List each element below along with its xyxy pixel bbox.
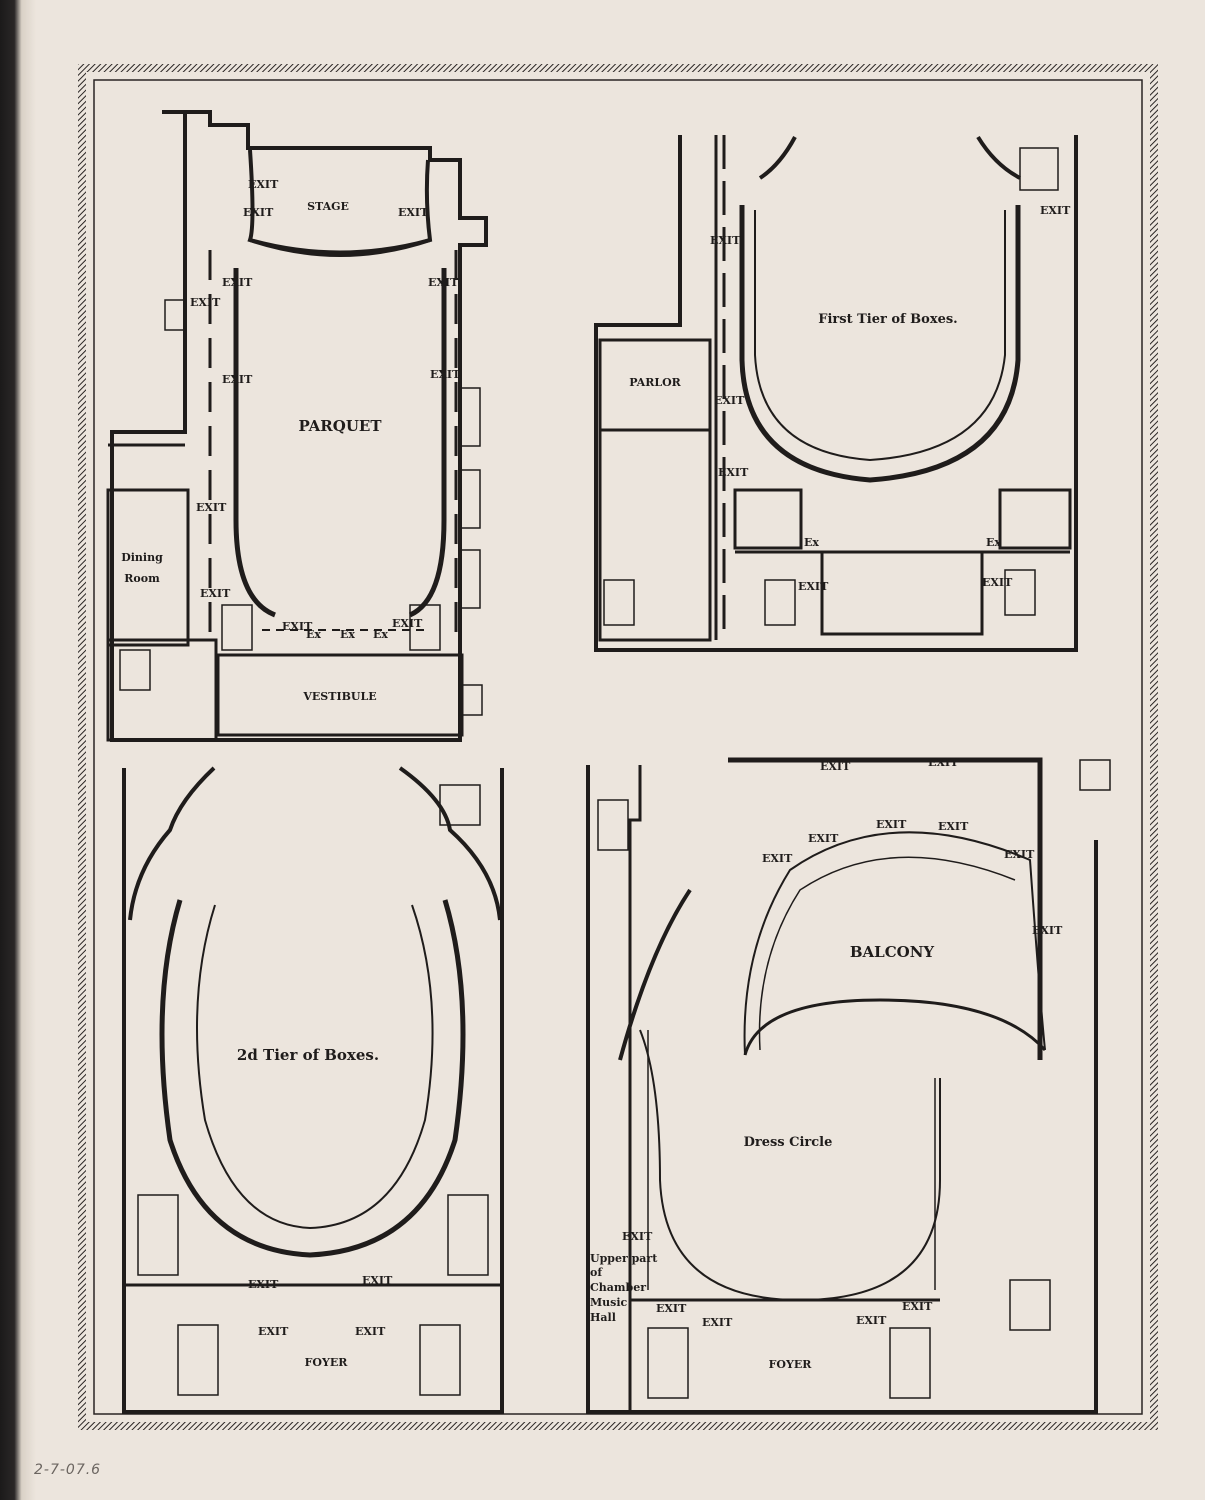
- chamber-line-4: Music: [590, 1296, 628, 1309]
- binding-edge: [0, 0, 36, 1500]
- second-tier-title: 2d Tier of Boxes.: [237, 1046, 379, 1064]
- plan-balcony: [586, 757, 1111, 1414]
- stage-label: STAGE: [307, 200, 349, 213]
- exit-label: EXIT: [248, 178, 279, 191]
- balcony-title: BALCONY: [850, 943, 935, 961]
- chamber-line-1: Upper part: [590, 1252, 658, 1265]
- ex-label: Ex: [373, 628, 388, 641]
- dining-label: Dining: [121, 551, 163, 564]
- exit-label: EXIT: [1004, 848, 1035, 861]
- first-tier-exit-labels: EXIT EXIT EXIT EXIT EXIT EXIT Ex Ex: [710, 204, 1071, 593]
- exit-label: EXIT: [710, 234, 741, 247]
- parlor-label: PARLOR: [629, 376, 681, 389]
- foyer-label: FOYER: [769, 1358, 813, 1371]
- foyer-label: FOYER: [305, 1356, 349, 1369]
- plan-second-tier: [122, 766, 504, 1414]
- exit-label: EXIT: [243, 206, 274, 219]
- exit-label: EXIT: [820, 760, 851, 773]
- pencil-annotation: 2-7-07.6: [34, 1462, 102, 1478]
- exit-label: EXIT: [355, 1325, 386, 1338]
- exit-label: EXIT: [798, 580, 829, 593]
- exit-label: EXIT: [856, 1314, 887, 1327]
- dress-circle-label: Dress Circle: [744, 1135, 833, 1150]
- chamber-line-3: Chamber: [590, 1281, 646, 1294]
- exit-label: EXIT: [1040, 204, 1071, 217]
- exit-label: EXIT: [982, 576, 1013, 589]
- exit-label: EXIT: [222, 373, 253, 386]
- exit-label: EXIT: [928, 756, 959, 769]
- exit-label: EXIT: [622, 1230, 653, 1243]
- parquet-title: PARQUET: [298, 417, 382, 435]
- exit-label: EXIT: [428, 276, 459, 289]
- exit-label: EXIT: [248, 1278, 279, 1291]
- exit-label: EXIT: [222, 276, 253, 289]
- plan-parquet: [106, 110, 488, 742]
- ex-label: Ex: [986, 536, 1001, 549]
- vestibule-label: VESTIBULE: [302, 690, 376, 703]
- exit-label: EXIT: [876, 818, 907, 831]
- exit-label: EXIT: [190, 296, 221, 309]
- parquet-exit-labels: EXIT EXIT EXIT EXIT EXIT EXIT EXIT EXIT …: [190, 178, 461, 641]
- chamber-line-5: Hall: [590, 1311, 616, 1324]
- exit-label: EXIT: [762, 852, 793, 865]
- exit-label: EXIT: [362, 1274, 393, 1287]
- ex-label: Ex: [306, 628, 321, 641]
- exit-label: EXIT: [392, 617, 423, 630]
- exit-label: EXIT: [718, 466, 749, 479]
- exit-label: EXIT: [702, 1316, 733, 1329]
- program-page: [18, 0, 1205, 1500]
- exit-label: EXIT: [656, 1302, 687, 1315]
- exit-label: EXIT: [808, 832, 839, 845]
- first-tier-title: First Tier of Boxes.: [818, 312, 957, 327]
- exit-label: EXIT: [1032, 924, 1063, 937]
- chamber-line-2: of: [590, 1266, 603, 1279]
- exit-label: EXIT: [258, 1325, 289, 1338]
- exit-label: EXIT: [714, 394, 745, 407]
- exit-label: EXIT: [196, 501, 227, 514]
- exit-label: EXIT: [398, 206, 429, 219]
- plan-first-tier: [594, 135, 1078, 652]
- exit-label: EXIT: [430, 368, 461, 381]
- exit-label: EXIT: [282, 620, 313, 633]
- balcony-exit-labels: EXIT EXIT EXIT EXIT EXIT EXIT EXIT EXIT …: [622, 756, 1063, 1329]
- ex-label: Ex: [804, 536, 819, 549]
- chamber-hall-label: Upper part of Chamber Music Hall: [590, 1252, 658, 1324]
- second-tier-exit-labels: EXIT EXIT EXIT EXIT: [248, 1274, 393, 1338]
- ex-label: Ex: [340, 628, 355, 641]
- room-label: Room: [124, 572, 160, 585]
- exit-label: EXIT: [938, 820, 969, 833]
- hatched-border: [78, 64, 1158, 1430]
- exit-label: EXIT: [902, 1300, 933, 1313]
- exit-label: EXIT: [200, 587, 231, 600]
